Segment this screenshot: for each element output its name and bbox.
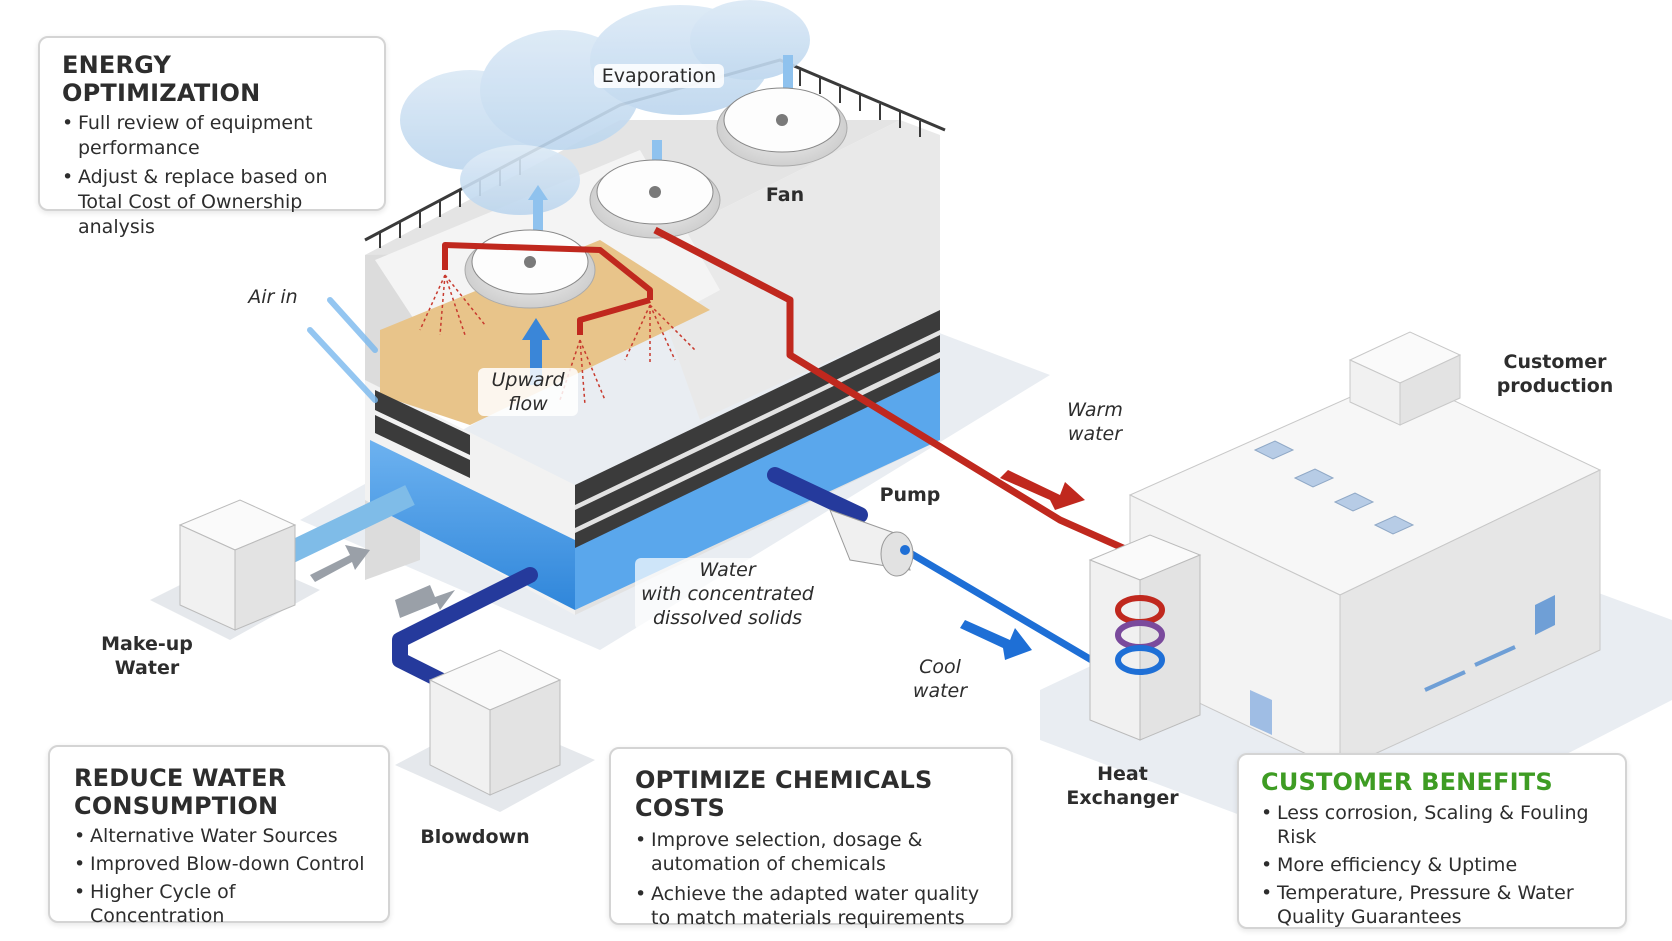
building-door bbox=[1250, 690, 1272, 735]
makeup-box bbox=[178, 499, 297, 631]
heat-exchanger bbox=[1088, 534, 1202, 741]
skylights bbox=[1253, 440, 1415, 535]
water-item: Higher Cycle of Concentration bbox=[74, 880, 372, 928]
blowdown-pipe bbox=[392, 567, 538, 688]
basin-water-right bbox=[575, 360, 940, 610]
fan-2 bbox=[589, 159, 721, 239]
warm-water-arrow bbox=[1000, 470, 1085, 510]
blowdown-box bbox=[428, 649, 562, 796]
water-item: Alternative Water Sources bbox=[74, 824, 372, 848]
chemicals-item: Improve selection, dosage & automation o… bbox=[635, 828, 995, 876]
energy-item: Adjust & replace based on Total Cost of … bbox=[62, 165, 368, 240]
benefits-item: More efficiency & Uptime bbox=[1261, 853, 1611, 877]
makeup-flow-arrow bbox=[310, 545, 370, 582]
coil-cool bbox=[1115, 645, 1165, 675]
energy-item: Full review of equipment performance bbox=[62, 111, 368, 161]
louvers bbox=[375, 310, 940, 548]
evaporation-label: Evaporation bbox=[594, 64, 724, 88]
tower-upper-right-face bbox=[640, 120, 940, 420]
optimize-chemicals-box: OPTIMIZE CHEMICALS COSTS Improve selecti… bbox=[609, 747, 1013, 929]
pump-suction-pipe bbox=[767, 467, 868, 523]
spray-header bbox=[442, 242, 653, 335]
air-in-streaks bbox=[307, 297, 378, 403]
energy-optimization-box: ENERGY OPTIMIZATION Full review of equip… bbox=[38, 36, 386, 238]
customer-benefits-box: CUSTOMER BENEFITS Less corrosion, Scalin… bbox=[1237, 753, 1627, 929]
blowdown-label: Blowdown bbox=[420, 826, 530, 848]
cool-water-arrow bbox=[960, 620, 1032, 660]
chemicals-title: OPTIMIZE CHEMICALS COSTS bbox=[635, 766, 933, 822]
fan-1 bbox=[464, 229, 596, 309]
energy-title: ENERGY OPTIMIZATION bbox=[62, 51, 261, 107]
benefits-title: CUSTOMER BENEFITS bbox=[1261, 768, 1553, 796]
wall-slits bbox=[1424, 645, 1516, 692]
pump-label: Pump bbox=[879, 484, 941, 506]
building-window bbox=[1535, 595, 1555, 635]
chemicals-item: Achieve the adapted water quality to mat… bbox=[635, 882, 995, 930]
fan-3 bbox=[716, 87, 848, 167]
benefits-item: Temperature, Pressure & Water Quality Gu… bbox=[1261, 881, 1611, 929]
basin-water bbox=[370, 440, 575, 610]
pump-body bbox=[829, 509, 914, 577]
makeup-pipe bbox=[280, 485, 415, 565]
customer-building bbox=[1128, 331, 1602, 771]
air-in-label: Air in bbox=[248, 286, 298, 308]
benefits-item: Less corrosion, Scaling & Fouling Risk bbox=[1261, 801, 1611, 849]
fan-label: Fan bbox=[765, 184, 805, 206]
blowdown-flow-arrow bbox=[395, 585, 455, 618]
water-item: Improved Blow-down Control bbox=[74, 852, 372, 876]
